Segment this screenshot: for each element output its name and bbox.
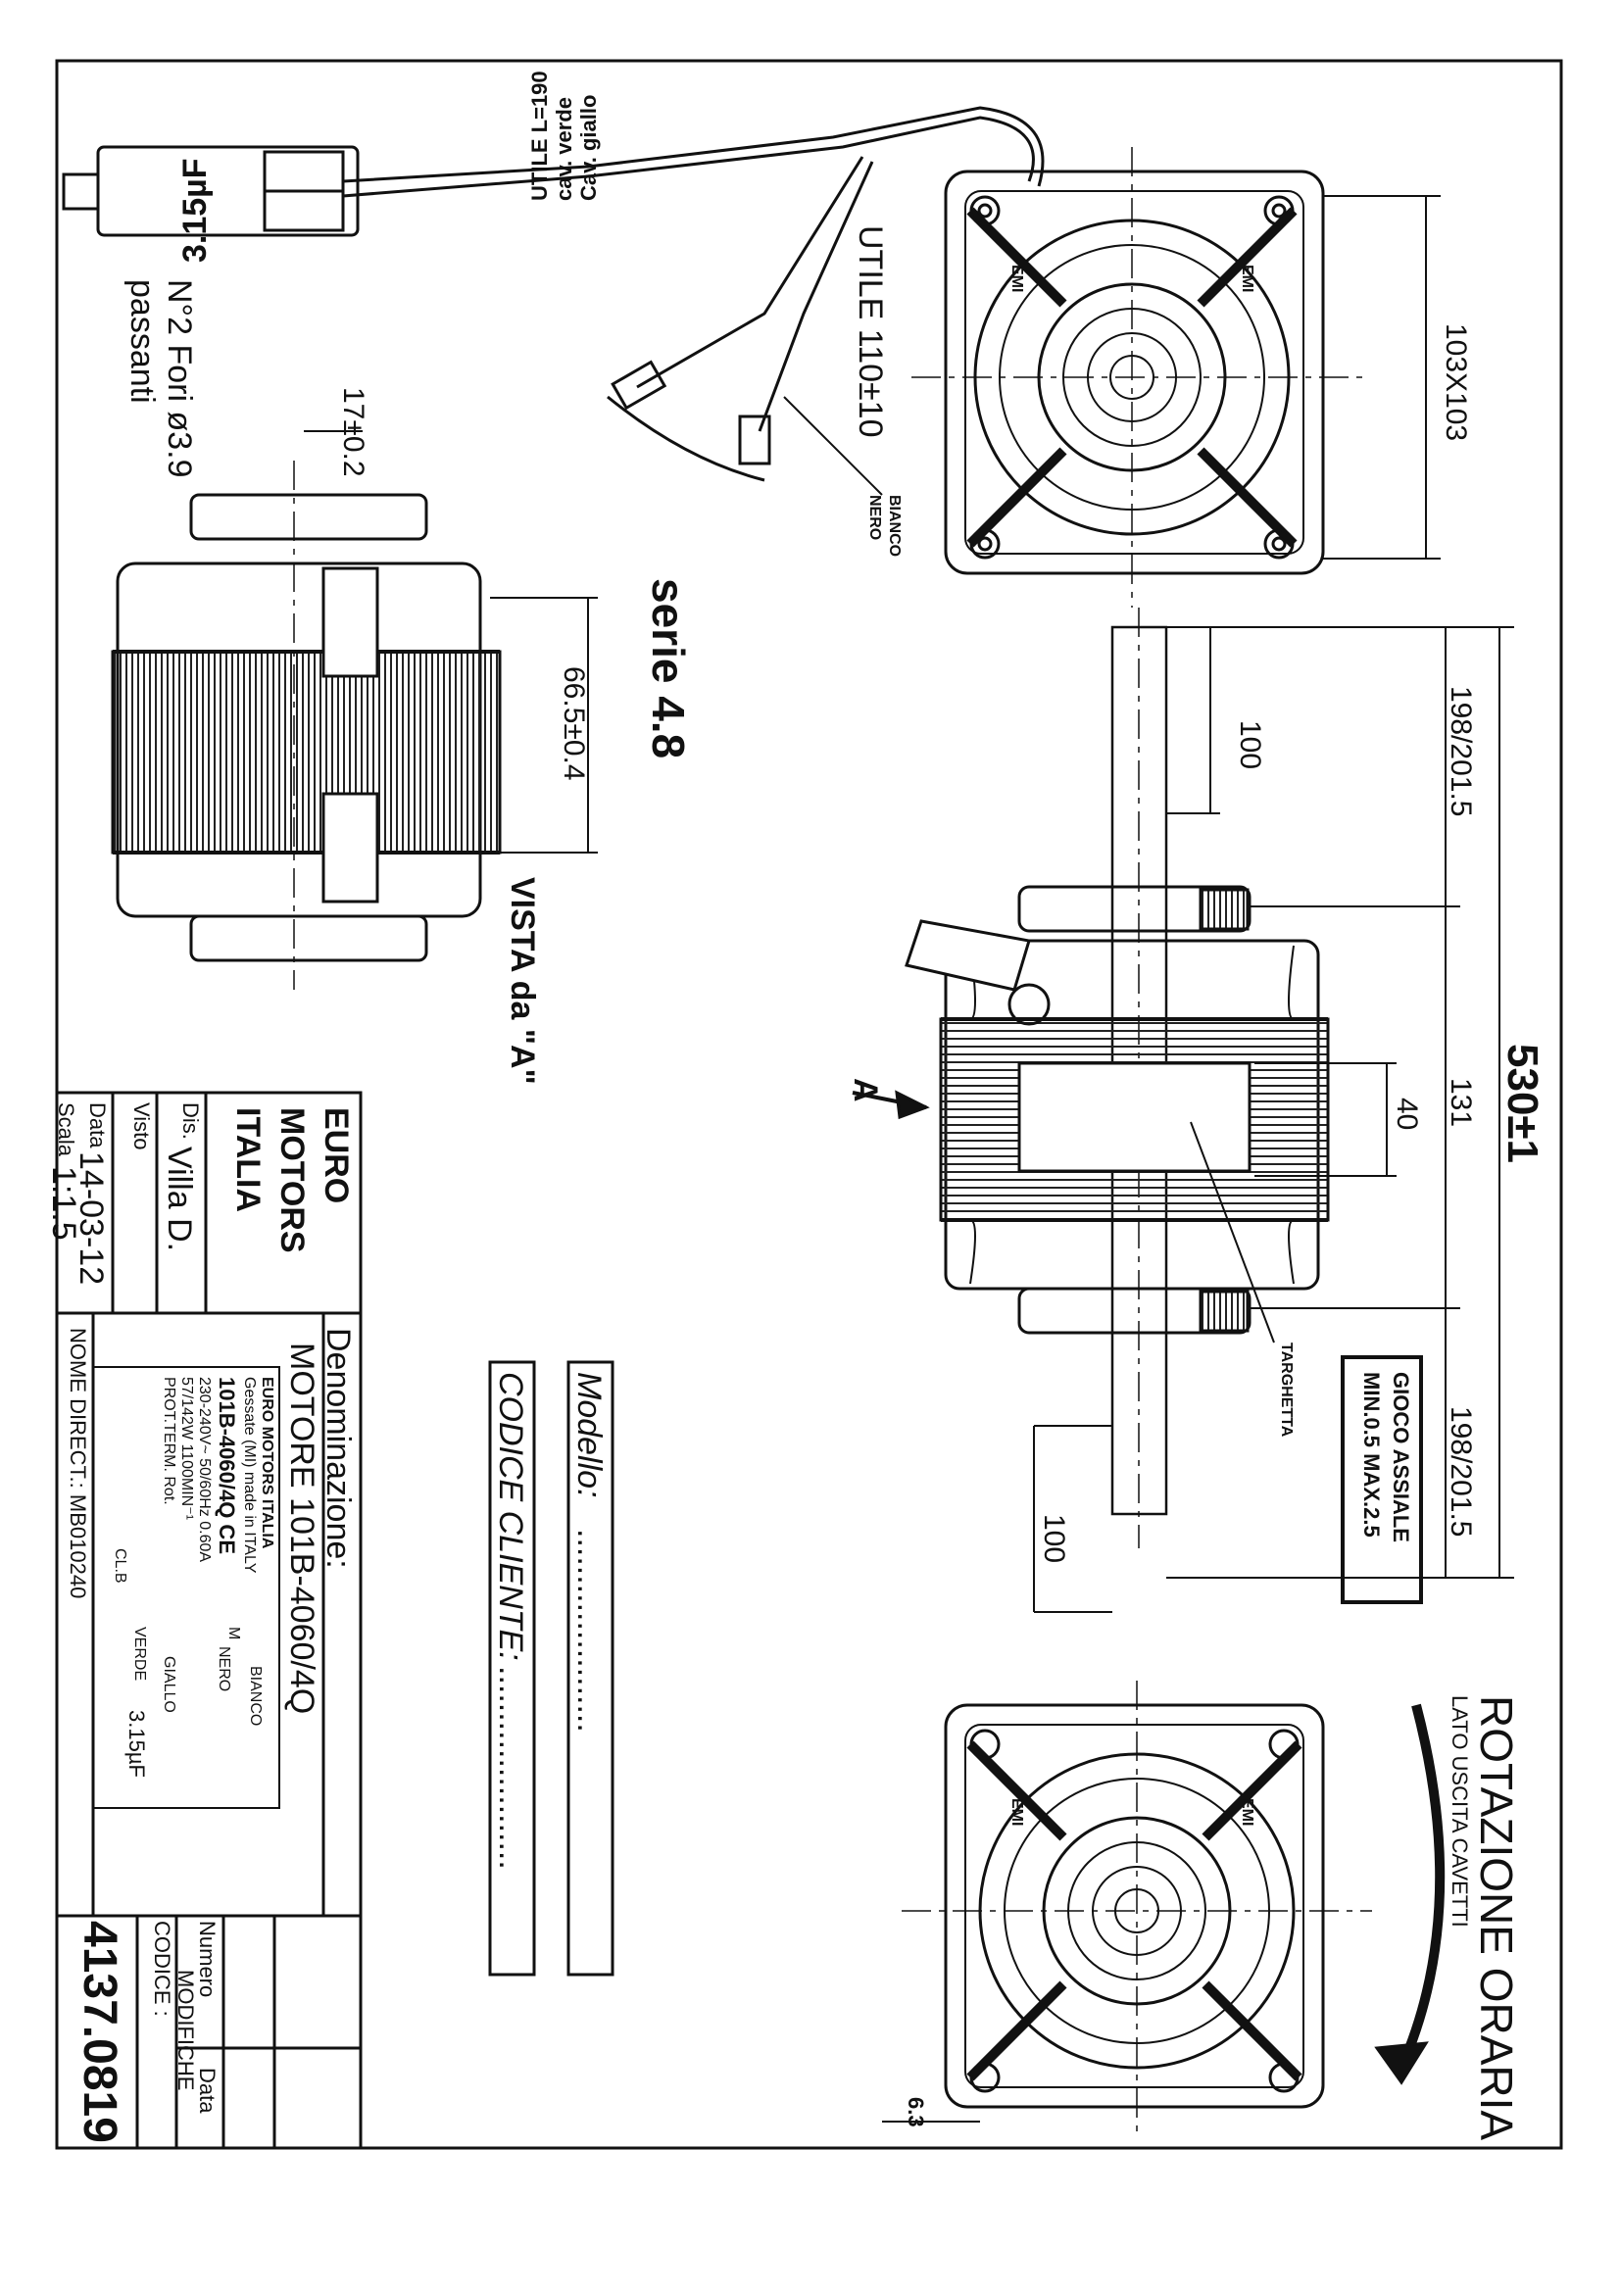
codice-cliente-label: CODICE CLIENTE: xyxy=(492,1372,529,1661)
dis-label: Dis. xyxy=(178,1102,203,1140)
codice-cliente-dots: ...................... xyxy=(492,1666,529,1870)
dim-shaft-len-right: 100 xyxy=(1038,1514,1070,1564)
emi-label-2: EMI xyxy=(1239,265,1255,293)
cables xyxy=(62,106,1045,496)
dim-shaft-left: 198/201.5 xyxy=(1445,686,1477,817)
codice-cliente-box xyxy=(488,1360,536,1977)
side-view xyxy=(852,608,1330,1548)
dim-body: 131 xyxy=(1445,1078,1477,1128)
series-label: serie 4.8 xyxy=(643,578,694,759)
dim-mount-spacing: 17±0.2 xyxy=(337,387,369,477)
nameplate-line4: 230-240V~ 50/60Hz 0.60A xyxy=(196,1377,213,1563)
nameplate-giallo: GIALLO xyxy=(161,1656,177,1713)
holes-note-line1: N°2 Fori ø3.9 xyxy=(161,279,198,478)
nameplate-cap: 3.15µF xyxy=(124,1710,149,1778)
end-view-top xyxy=(911,147,1362,608)
cable-note-line2: cav. verde xyxy=(552,96,576,201)
dimension-lines xyxy=(882,195,1514,2123)
modifiche-label: MODIFICHE xyxy=(173,1970,198,2091)
numero-label: Numero xyxy=(195,1921,220,1998)
emi-label-4: EMI xyxy=(1239,1798,1255,1827)
company-line1: EURO xyxy=(318,1107,355,1204)
company-line3: ITALIA xyxy=(229,1107,267,1213)
modello-label: Modello: xyxy=(570,1372,608,1498)
nameplate-line5: 57/142W 1100MIN⁻¹ xyxy=(178,1377,195,1520)
codice-value: 4137.0819 xyxy=(74,1921,125,2143)
scala-value: 1:1.5 xyxy=(45,1166,82,1241)
nameplate-cl: CL.B xyxy=(112,1548,128,1584)
dis-value: Villa D. xyxy=(161,1147,198,1252)
arrow-a-label: A xyxy=(847,1078,884,1102)
dim-flange: 103X103 xyxy=(1440,323,1472,442)
nameplate-line3: 101B-4060/4Q CE xyxy=(215,1377,239,1554)
view-a xyxy=(111,430,598,990)
end-view-bottom xyxy=(902,1681,1446,2136)
emi-label-1: EMI xyxy=(1008,265,1025,293)
codice-label: CODICE : xyxy=(150,1921,174,2017)
cable-note-line3: UTILE L=190 xyxy=(527,71,552,201)
dim-mount-height: 66.5±0.4 xyxy=(558,666,590,781)
holes-note-line2: passanti xyxy=(123,279,161,404)
nameplate-line2: Gessate (MI) made in ITALY xyxy=(241,1377,258,1574)
nameplate-bianco: BIANCO xyxy=(247,1666,264,1727)
modello-box xyxy=(566,1360,614,1977)
dim-shaft-right: 198/201.5 xyxy=(1445,1406,1477,1538)
dim-shaft-len-left: 100 xyxy=(1234,720,1266,770)
data-label: Data xyxy=(85,1102,110,1148)
view-a-label: VISTA da "A" xyxy=(504,877,541,1085)
wire-nero-label: NERO xyxy=(866,495,883,541)
data-mod-label: Data xyxy=(195,2068,220,2114)
scala-label: Scala xyxy=(54,1102,78,1157)
targhetta-label: TARGHETTA xyxy=(1278,1343,1295,1438)
nameplate-m: M xyxy=(225,1627,242,1640)
rotation-line1: ROTAZIONE ORARIA xyxy=(1471,1695,1522,2141)
rotation-line2: LATO USCITA CAVETTI xyxy=(1448,1695,1472,1928)
nome-direct: NOME DIRECT.: MB010240 xyxy=(66,1328,90,1599)
axial-play-line1: GIOCO ASSIALE xyxy=(1389,1372,1413,1542)
denominazione-value: MOTORE 101B-4060/4Q xyxy=(283,1343,320,1715)
modello-dots: ...................... xyxy=(570,1529,608,1733)
title-block-frame xyxy=(55,1091,363,2150)
axial-play-line2: MIN.0.5 MAX.2.5 xyxy=(1359,1372,1384,1538)
nameplate-nero: NERO xyxy=(216,1646,232,1692)
nameplate-line1: EURO MOTORS ITALIA xyxy=(259,1377,275,1549)
axial-play-box xyxy=(1341,1355,1423,1604)
nameplate-verde: VERDE xyxy=(131,1627,148,1682)
nameplate-line6: PROT.TERM. Rot. xyxy=(161,1377,177,1505)
denominazione-label: Denominazione: xyxy=(319,1328,357,1569)
wire-bianco-label: BIANCO xyxy=(886,495,903,558)
dim-plate: 40 xyxy=(1391,1098,1423,1131)
cable-length-label: UTILE 110±10 xyxy=(852,225,889,438)
capacitor-label: 3.15µF xyxy=(176,158,214,263)
sheet-border xyxy=(55,59,1563,2150)
emi-label-3: EMI xyxy=(1008,1798,1025,1827)
visto-label: Visto xyxy=(129,1102,154,1150)
cable-note-line1: Cav. giallo xyxy=(576,94,601,201)
dim-flange-offset: 6.3 xyxy=(904,2097,928,2127)
dim-total: 530±1 xyxy=(1498,1044,1546,1164)
company-line2: MOTORS xyxy=(273,1107,311,1253)
